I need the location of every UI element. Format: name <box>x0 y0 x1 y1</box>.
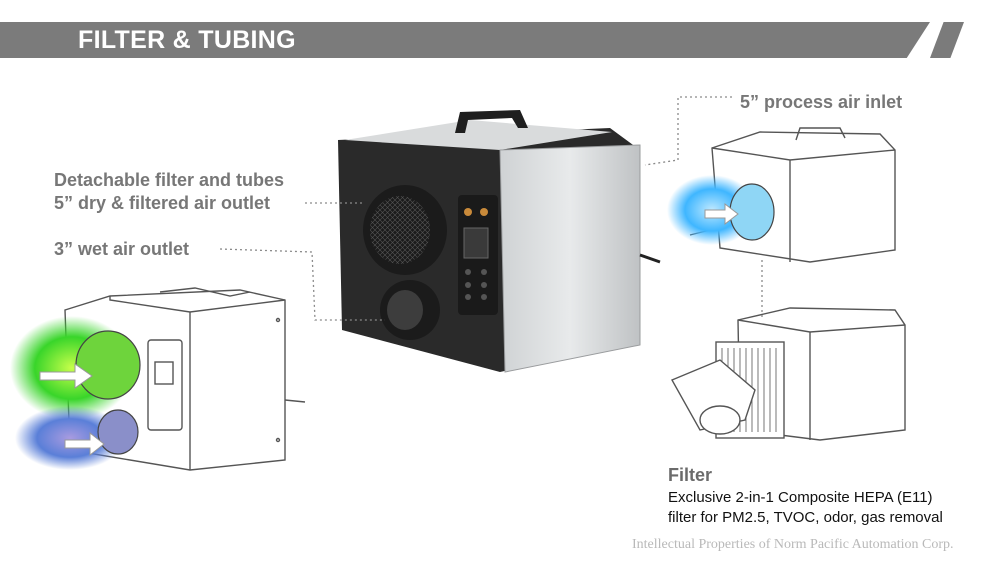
wet-outlet-glow <box>15 406 125 470</box>
detachable-filter-label: Detachable filter and tubes <box>54 170 285 190</box>
filter-description-line-2: filter for PM2.5, TVOC, odor, gas remova… <box>668 509 943 526</box>
process-inlet-port <box>729 183 775 241</box>
filter-description-line-1: Exclusive 2-in-1 Composite HEPA (E11) <box>668 489 933 506</box>
leader-lines <box>219 96 763 321</box>
wet-outlet-arrow-icon <box>64 431 105 457</box>
wet-outlet-label: 3” wet air outlet <box>54 239 190 259</box>
filter-title: Filter <box>668 465 713 485</box>
inlet-arrow-icon <box>704 202 739 226</box>
main-dehumidifier-image <box>338 110 661 373</box>
page-title: FILTER & TUBING <box>78 26 296 54</box>
process-inlet-label: 5” process air inlet <box>740 92 903 112</box>
watermark: Intellectual Properties of Norm Pacific … <box>632 537 954 552</box>
dry-outlet-port <box>75 330 141 400</box>
header-bar <box>0 22 930 58</box>
filter-description: Exclusive 2-in-1 Composite HEPA (E11) fi… <box>668 488 943 528</box>
outlet-arrow-icon <box>39 363 93 389</box>
dry-outlet-label: 5” dry & filtered air outlet <box>54 193 271 213</box>
wet-outlet-port <box>97 409 139 455</box>
right-bottom-filter-diagram <box>671 307 906 441</box>
